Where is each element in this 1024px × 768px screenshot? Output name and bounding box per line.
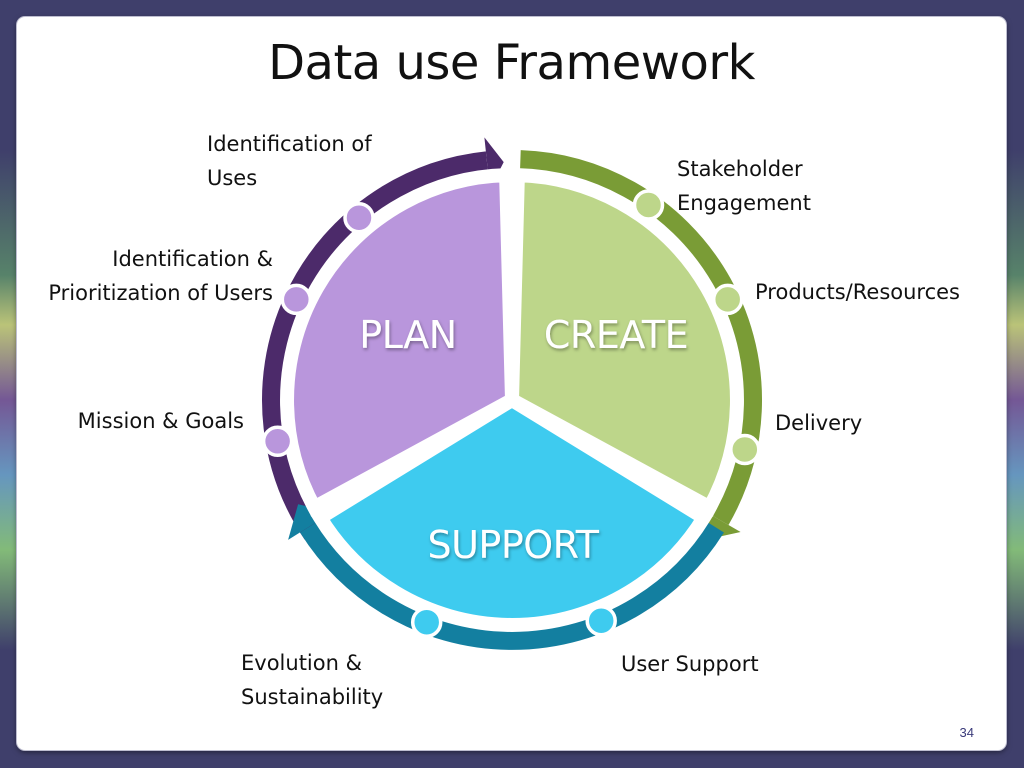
label-products-resources: Products/Resources	[755, 280, 960, 304]
label-mission-goals: Mission & Goals	[77, 409, 244, 433]
create-milestone-dot	[632, 189, 665, 221]
slide: Data use Framework PLAN CREATE SUPPORT I…	[17, 17, 1006, 750]
support-arrow-arc	[300, 519, 724, 650]
support-label: SUPPORT	[427, 523, 599, 567]
create-milestone-dot	[729, 433, 761, 466]
plan-sector	[280, 167, 520, 517]
plan-label: PLAN	[359, 313, 456, 357]
framework-cycle-diagram: PLAN CREATE SUPPORT	[261, 137, 763, 650]
page-number: 34	[959, 725, 974, 740]
label-identification-of-uses: Identification of Uses	[207, 132, 372, 190]
support-sector	[310, 391, 714, 632]
create-milestone-dot	[711, 283, 744, 316]
plan-milestone-dot	[343, 201, 375, 234]
support-milestone-dot	[410, 606, 443, 638]
plan-milestone-dot	[261, 425, 294, 458]
slide-title: Data use Framework	[268, 35, 755, 91]
label-user-support: User Support	[621, 652, 759, 676]
label-delivery: Delivery	[775, 411, 863, 435]
milestone-dots	[261, 189, 761, 638]
label-evolution-sustainability: Evolution & Sustainability	[241, 651, 384, 709]
label-stakeholder-engagement: Stakeholder Engagement	[677, 157, 811, 215]
support-milestone-dot	[585, 604, 617, 637]
label-identification-prioritization-of-users: Identification & Prioritization of Users	[48, 247, 273, 305]
plan-milestone-dot	[280, 283, 313, 316]
cycle-sectors	[280, 167, 744, 632]
create-label: CREATE	[544, 313, 688, 357]
